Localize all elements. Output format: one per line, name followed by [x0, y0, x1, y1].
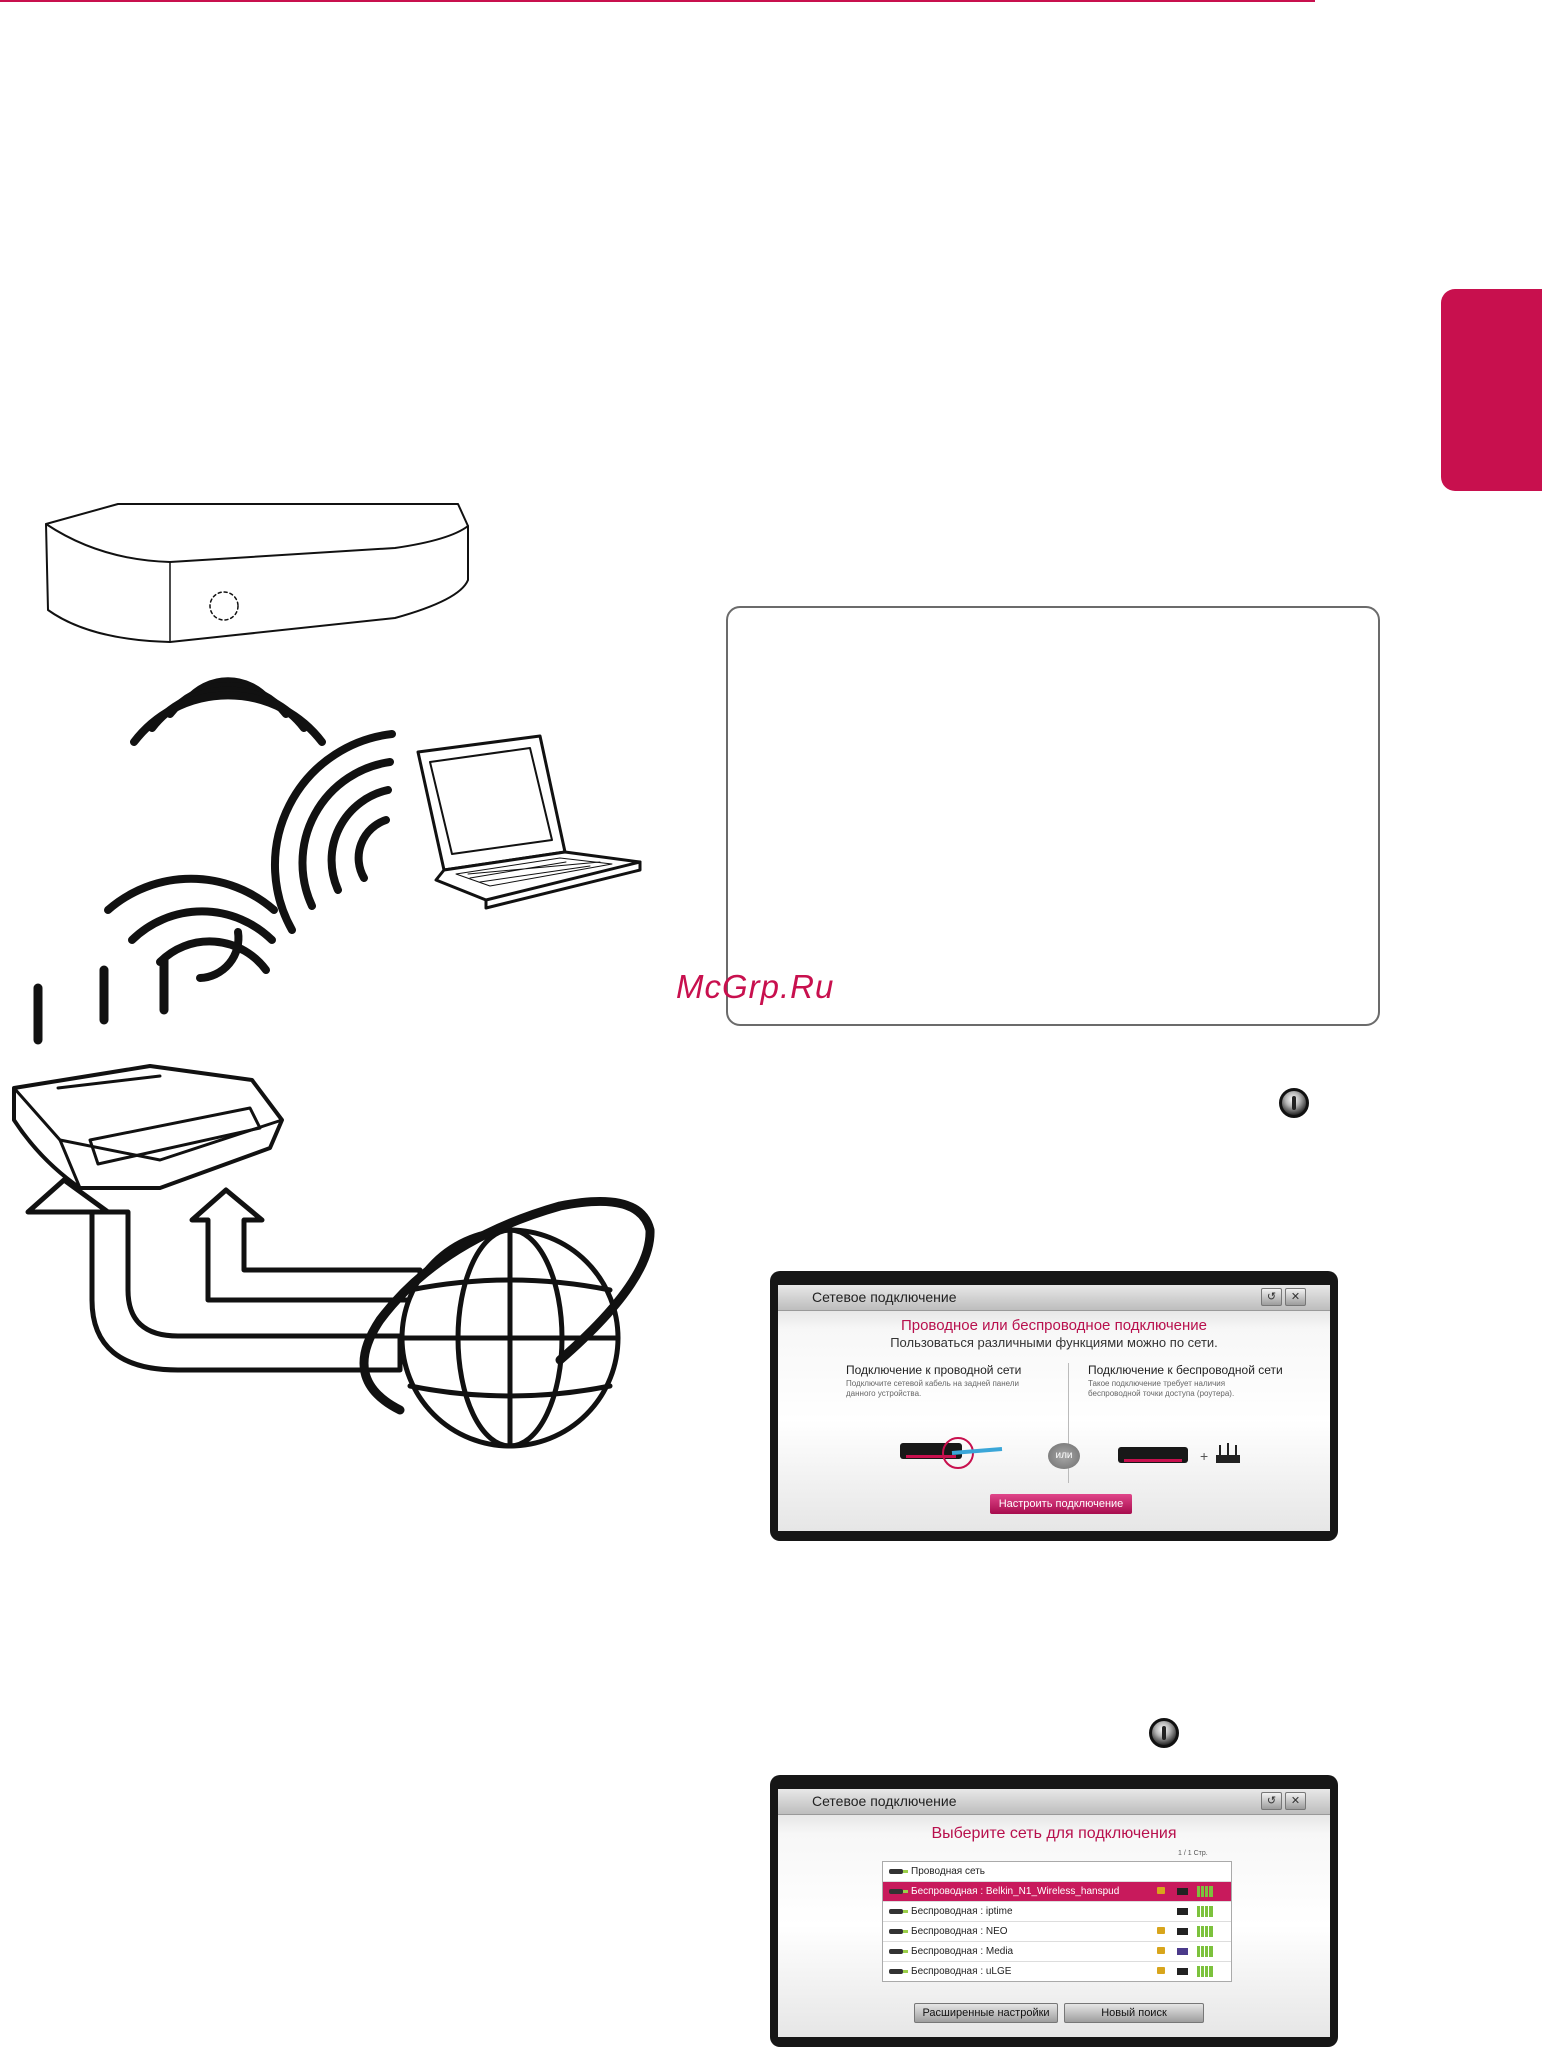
back-button[interactable]: ↺ [1261, 1288, 1282, 1306]
screen-title: Сетевое подключение [812, 1793, 957, 1809]
wifi-waves-icon [130, 677, 326, 746]
network-row-media[interactable]: Беспроводная : Media [883, 1942, 1231, 1962]
network-row-iptime[interactable]: Беспроводная : iptime [883, 1902, 1231, 1922]
network-row-belkin[interactable]: Беспроводная : Belkin_N1_Wireless_hanspu… [883, 1882, 1231, 1902]
media-device-icon [1177, 1948, 1188, 1955]
cable-icon [889, 1909, 908, 1914]
screen-headline: Проводное или беспроводное подключение [900, 1317, 1208, 1334]
lock-icon [1157, 1967, 1165, 1974]
setup-connection-button[interactable]: Настроить подключение [990, 1494, 1132, 1514]
svg-text:+: + [1200, 1448, 1208, 1464]
close-button[interactable]: ✕ [1285, 1288, 1306, 1306]
access-point-icon [1177, 1968, 1188, 1975]
screen-headline: Выберите сеть для подключения [931, 1825, 1177, 1842]
network-connection-screen: Сетевое подключение ↺ ✕ Проводное или бе… [770, 1271, 1338, 1541]
wifi-waves-icon [270, 730, 396, 934]
wheel-button-icon [1279, 1088, 1309, 1118]
signal-icon [1197, 1966, 1213, 1977]
screen-title: Сетевое подключение [812, 1289, 957, 1305]
lock-icon [1157, 1887, 1165, 1894]
wired-connection-icon [900, 1437, 1003, 1469]
lock-icon [1157, 1947, 1165, 1954]
screen-header: Сетевое подключение ↺ ✕ [778, 1285, 1330, 1311]
wifi-waves-icon [104, 874, 278, 982]
wired-option-title: Подключение к проводной сети [846, 1363, 1022, 1377]
network-label: Проводная сеть [911, 1866, 985, 1877]
close-button[interactable]: ✕ [1285, 1792, 1306, 1810]
network-label: Беспроводная : Media [911, 1946, 1014, 1957]
wired-option-text: Подключите сетевой кабель на задней пане… [846, 1379, 1019, 1398]
wireless-option-text: Такое подключение требует наличия беспро… [1088, 1379, 1235, 1398]
media-player-icon [45, 503, 469, 643]
signal-icon [1197, 1886, 1213, 1897]
access-point-icon [1177, 1928, 1188, 1935]
access-point-icon [1177, 1888, 1188, 1895]
arrow-icon [25, 1177, 403, 1373]
network-row-ulge[interactable]: Беспроводная : uLGE [883, 1962, 1231, 1981]
network-label: Беспроводная : NEO [911, 1926, 1008, 1937]
back-button[interactable]: ↺ [1261, 1792, 1282, 1810]
network-row-wired[interactable]: Проводная сеть [883, 1862, 1231, 1882]
or-badge: или [1048, 1443, 1080, 1469]
top-rule [0, 0, 1315, 2]
advanced-settings-button[interactable]: Расширенные настройки [914, 2003, 1058, 2023]
router-icon [12, 955, 284, 1190]
cable-icon [889, 1969, 908, 1974]
screen-subtitle: Пользоваться различными функциями можно … [890, 1335, 1218, 1350]
arrow-icon [189, 1187, 423, 1303]
watermark: McGrp.Ru [676, 968, 835, 1005]
cable-icon [889, 1869, 908, 1874]
wireless-connection-icon: + [1118, 1443, 1240, 1464]
screen-header: Сетевое подключение ↺ ✕ [778, 1789, 1330, 1815]
globe-icon [359, 1196, 655, 1449]
cable-icon [889, 1949, 908, 1954]
note-box [726, 606, 1380, 1026]
wireless-network-illustration [12, 503, 655, 1449]
signal-icon [1197, 1946, 1213, 1957]
network-label: Беспроводная : Belkin_N1_Wireless_hanspu… [911, 1886, 1120, 1897]
signal-icon [1197, 1906, 1213, 1917]
page-indicator: 1 / 1 Стр. [1178, 1850, 1208, 1857]
signal-icon [1197, 1926, 1213, 1937]
network-list: Проводная сеть Беспроводная : Belkin_N1_… [882, 1861, 1232, 1982]
network-select-screen: Сетевое подключение ↺ ✕ Выберите сеть дл… [770, 1775, 1338, 2047]
lock-icon [1157, 1927, 1165, 1934]
wheel-button-icon [1149, 1718, 1179, 1748]
laptop-icon [416, 734, 642, 910]
column-divider [1068, 1363, 1069, 1483]
cable-icon [889, 1889, 908, 1894]
network-row-neo[interactable]: Беспроводная : NEO [883, 1922, 1231, 1942]
section-tab [1441, 289, 1542, 491]
network-label: Беспроводная : iptime [911, 1906, 1013, 1917]
wireless-option-title: Подключение к беспроводной сети [1088, 1363, 1283, 1377]
network-label: Беспроводная : uLGE [911, 1966, 1012, 1977]
cable-icon [889, 1929, 908, 1934]
access-point-icon [1177, 1908, 1188, 1915]
rescan-button[interactable]: Новый поиск [1064, 2003, 1204, 2023]
